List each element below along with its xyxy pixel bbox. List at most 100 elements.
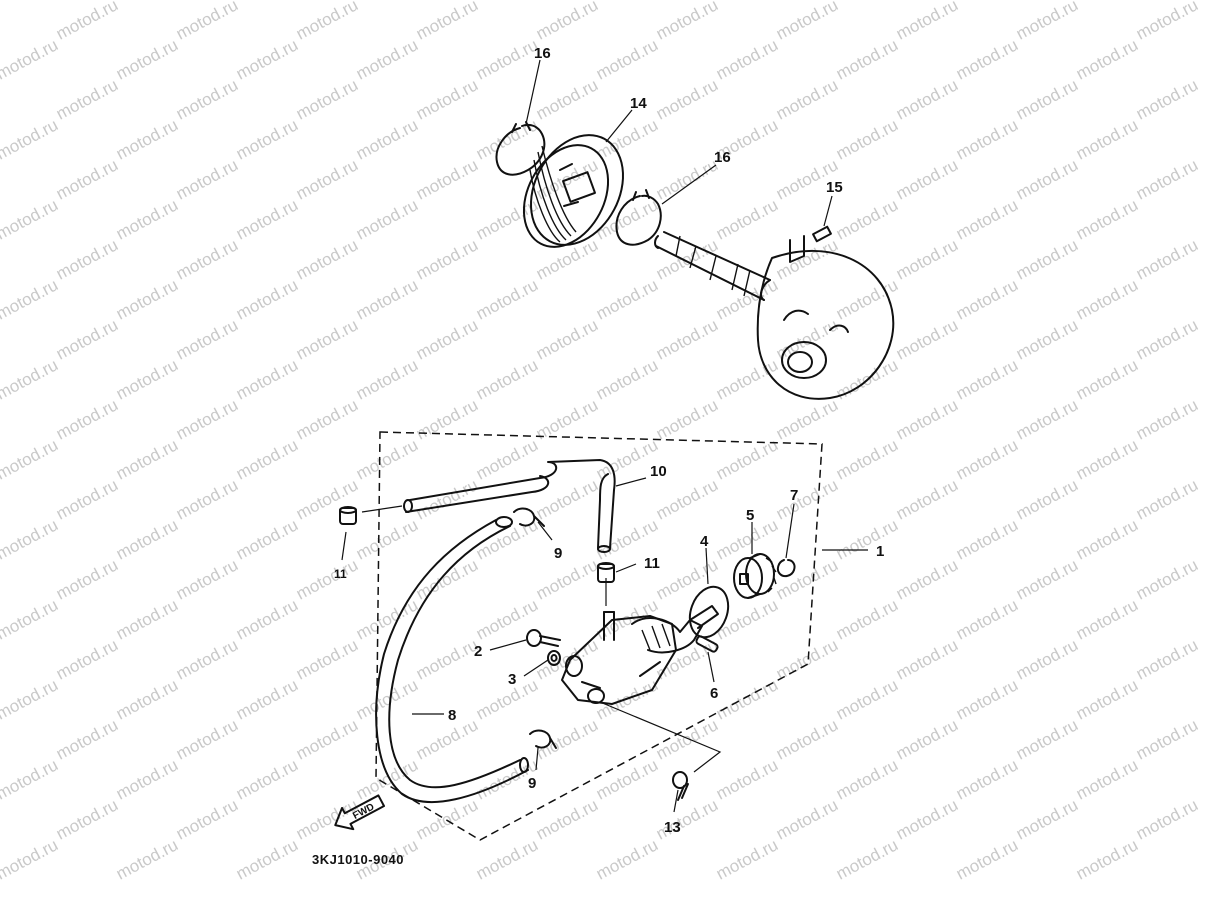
hose-10 <box>403 459 616 553</box>
watermark-text: motod.ru <box>713 355 781 403</box>
watermark-text: motod.ru <box>1133 235 1201 283</box>
watermark-text: motod.ru <box>353 675 421 723</box>
watermark-text: motod.ru <box>953 835 1021 883</box>
watermark-text: motod.ru <box>53 555 121 603</box>
callout-14: 14 <box>630 95 647 112</box>
watermark-text: motod.ru <box>953 355 1021 403</box>
watermark-text: motod.ru <box>473 355 541 403</box>
watermark-text: motod.ru <box>1133 315 1201 363</box>
watermark-text: motod.ru <box>113 675 181 723</box>
watermark-text: motod.ru <box>833 595 901 643</box>
watermark-text: motod.ru <box>1133 795 1201 843</box>
watermark-text: motod.ru <box>833 835 901 883</box>
watermark-text: motod.ru <box>893 75 961 123</box>
watermark-text: motod.ru <box>1073 675 1141 723</box>
watermark-text: motod.ru <box>1073 275 1141 323</box>
watermark-text: motod.ru <box>353 755 421 803</box>
callout-2: 2 <box>474 643 482 660</box>
callout-10: 10 <box>650 463 667 480</box>
watermark-text: motod.ru <box>0 595 61 643</box>
pulley-14 <box>522 134 625 248</box>
callout-16-upper: 16 <box>534 45 551 62</box>
watermark-text: motod.ru <box>113 195 181 243</box>
watermark-text: motod.ru <box>353 435 421 483</box>
watermark-text: motod.ru <box>833 35 901 83</box>
watermark-text: motod.ru <box>233 675 301 723</box>
watermark-text: motod.ru <box>1133 555 1201 603</box>
watermark-text: motod.ru <box>773 0 841 44</box>
hose-clip-9-upper <box>513 507 545 527</box>
watermark-text: motod.ru <box>893 235 961 283</box>
watermark-text: motod.ru <box>173 75 241 123</box>
watermark-text: motod.ru <box>173 315 241 363</box>
watermark-text: motod.ru <box>113 275 181 323</box>
watermark-text: motod.ru <box>833 115 901 163</box>
watermark-text: motod.ru <box>773 235 841 283</box>
callout-9-lower: 9 <box>528 775 536 792</box>
watermark-text: motod.ru <box>473 435 541 483</box>
watermark-text: motod.ru <box>233 35 301 83</box>
drive-gear-5 <box>733 553 777 599</box>
watermark-text: motod.ru <box>893 555 961 603</box>
watermark-text: motod.ru <box>1133 635 1201 683</box>
watermark-text: motod.ru <box>833 195 901 243</box>
watermark-text: motod.ru <box>953 595 1021 643</box>
watermark-text: motod.ru <box>1073 35 1141 83</box>
watermark-text: motod.ru <box>113 355 181 403</box>
watermark-text: motod.ru <box>593 115 661 163</box>
watermark-text: motod.ru <box>233 435 301 483</box>
watermark-text: motod.ru <box>233 275 301 323</box>
watermark-text: motod.ru <box>233 195 301 243</box>
watermark-text: motod.ru <box>173 635 241 683</box>
watermark-text: motod.ru <box>353 355 421 403</box>
watermark-text: motod.ru <box>1073 435 1141 483</box>
watermark-text: motod.ru <box>473 595 541 643</box>
watermark-text: motod.ru <box>473 35 541 83</box>
screw-2 <box>526 629 561 647</box>
watermark-text: motod.ru <box>833 435 901 483</box>
watermark-text: motod.ru <box>653 715 721 763</box>
watermark-text: motod.ru <box>1013 315 1081 363</box>
watermark-text: motod.ru <box>653 315 721 363</box>
watermark-text: motod.ru <box>953 35 1021 83</box>
watermark-text: motod.ru <box>833 275 901 323</box>
watermark-text: motod.ru <box>533 315 601 363</box>
watermark-text: motod.ru <box>533 75 601 123</box>
watermark-text: motod.ru <box>533 0 601 44</box>
watermark-text: motod.ru <box>1073 835 1141 883</box>
watermark-text: motod.ru <box>233 595 301 643</box>
watermark-text: motod.ru <box>113 115 181 163</box>
watermark-text: motod.ru <box>953 755 1021 803</box>
watermark-text: motod.ru <box>1013 395 1081 443</box>
callout-11-left: 11 <box>334 567 347 581</box>
watermark-text: motod.ru <box>53 395 121 443</box>
watermark-text: motod.ru <box>1073 355 1141 403</box>
watermark-text: motod.ru <box>173 0 241 44</box>
callout-13: 13 <box>664 819 681 836</box>
watermark-text: motod.ru <box>293 555 361 603</box>
watermark-text: motod.ru <box>113 835 181 883</box>
watermark-text: motod.ru <box>1013 75 1081 123</box>
watermark-text: motod.ru <box>893 0 961 44</box>
watermark-text: motod.ru <box>653 0 721 44</box>
watermark-text: motod.ru <box>1013 795 1081 843</box>
watermark-text: motod.ru <box>1013 475 1081 523</box>
oil-pump-body <box>561 605 719 705</box>
callout-4: 4 <box>700 533 709 550</box>
callout-16-right: 16 <box>714 149 731 166</box>
watermark-text: motod.ru <box>0 675 61 723</box>
watermark-text: motod.ru <box>0 35 61 83</box>
watermark-text: motod.ru <box>53 0 121 44</box>
watermark-text: motod.ru <box>353 195 421 243</box>
watermark-text: motod.ru <box>233 115 301 163</box>
watermark-text: motod.ru <box>353 515 421 563</box>
watermark-text: motod.ru <box>773 715 841 763</box>
callout-3: 3 <box>508 671 516 688</box>
watermark-text: motod.ru <box>653 395 721 443</box>
watermark-text: motod.ru <box>413 0 481 44</box>
watermark-text: motod.ru <box>653 75 721 123</box>
watermark-text: motod.ru <box>53 795 121 843</box>
watermark-text: motod.ru <box>293 475 361 523</box>
watermark-text: motod.ru <box>173 715 241 763</box>
